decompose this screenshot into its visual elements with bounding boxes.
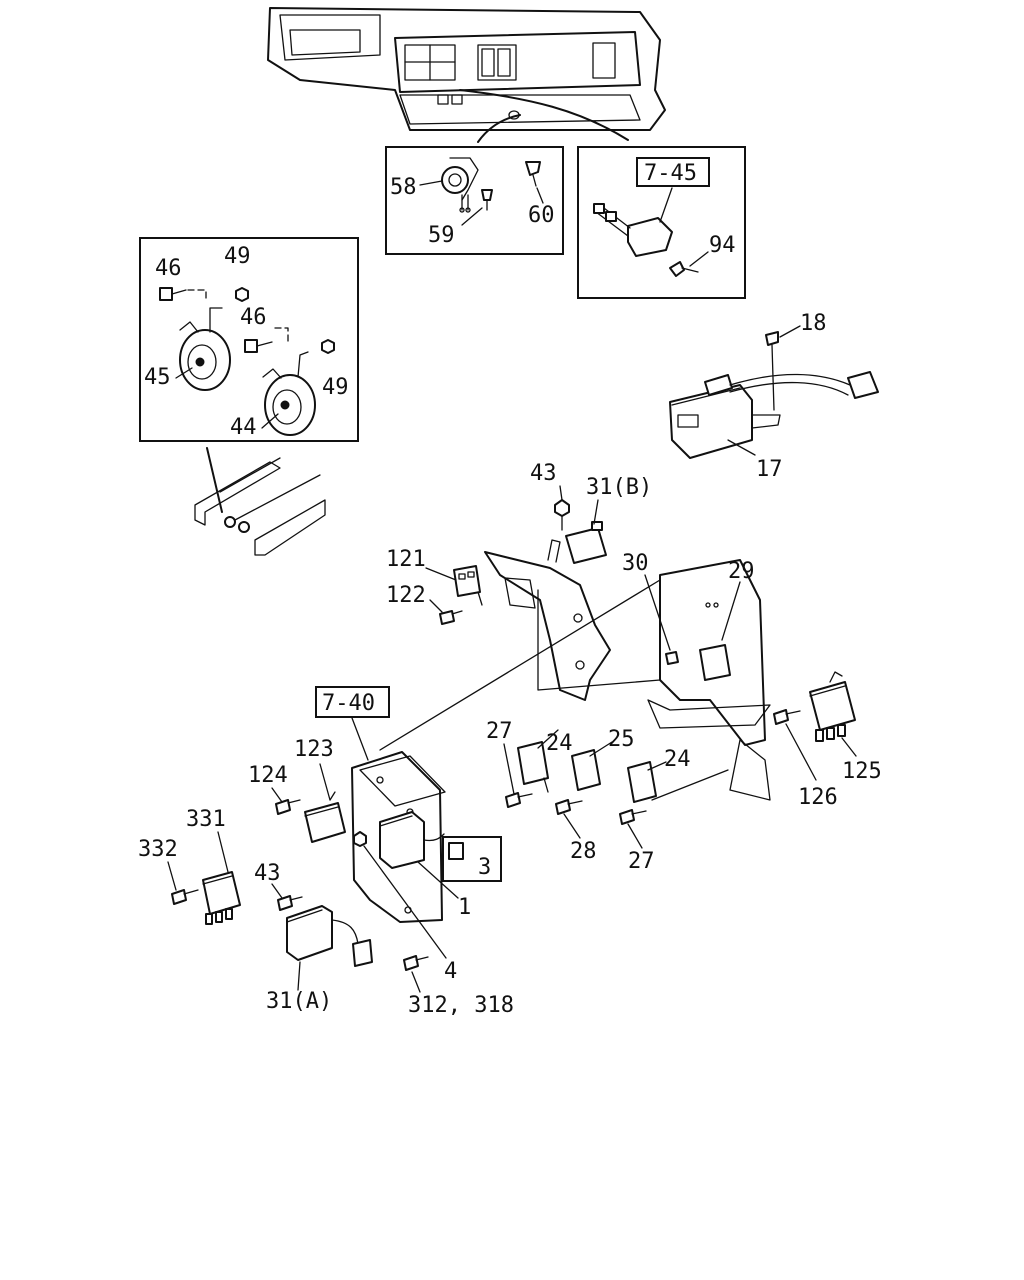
callout-46-lower: 46: [240, 305, 267, 330]
part-screw-312-318: [403, 955, 429, 971]
part-relay-29: [699, 644, 731, 681]
part-screw-18: [765, 331, 779, 411]
part-relay-24-right: [627, 761, 657, 803]
callout-18: 18: [800, 311, 827, 336]
part-relay-331: [202, 871, 241, 925]
callout-29: 29: [728, 559, 755, 584]
callout-126: 126: [798, 785, 838, 810]
callout-331: 331: [186, 807, 226, 832]
part-relay-24-left: [517, 741, 549, 793]
callout-332: 332: [138, 837, 178, 862]
dashboard-illustration: [267, 7, 666, 143]
part-screw-43-upper: [554, 499, 570, 531]
part-horn-45: [179, 307, 231, 391]
callout-125: 125: [842, 759, 882, 784]
part-clip-60: [525, 161, 541, 187]
callout-122: 122: [386, 583, 426, 608]
bracket-panel-right: [647, 559, 771, 801]
part-relay-31b: [565, 521, 607, 564]
detail-box-relay-7-45: [577, 146, 746, 299]
callout-59: 59: [428, 223, 455, 248]
bracket-upper: [484, 539, 611, 701]
ref-box-3: [442, 836, 502, 882]
part-module-1: [379, 811, 445, 869]
frame-illustration: [194, 447, 326, 556]
part-relay-25: [571, 749, 601, 791]
callout-7-45: 7-45: [644, 161, 697, 186]
callout-27-left: 27: [486, 719, 513, 744]
part-nut-4: [353, 831, 367, 847]
part-module-17: [669, 371, 879, 459]
detail-box-horns: [139, 237, 359, 442]
callout-49-lower: 49: [322, 375, 349, 400]
part-relay-123: [304, 791, 346, 843]
callout-3: 3: [478, 855, 491, 880]
callout-25: 25: [608, 727, 635, 752]
callout-58: 58: [390, 175, 417, 200]
part-screw-28: [555, 799, 583, 815]
part-screw-124: [275, 799, 301, 815]
part-screw-27-left: [505, 792, 533, 808]
callout-123: 123: [294, 737, 334, 762]
part-horn-44: [262, 351, 316, 436]
callout-31b: 31(B): [586, 475, 652, 500]
callout-7-40: 7-40: [322, 691, 375, 716]
part-screw-126: [773, 709, 801, 725]
callout-44: 44: [230, 415, 257, 440]
part-screw-332: [171, 889, 199, 905]
part-screw-43-lower: [277, 895, 303, 911]
callout-121: 121: [386, 547, 426, 572]
callout-60: 60: [528, 203, 555, 228]
part-relay-31a: [286, 905, 373, 967]
part-relay-94-assembly: [593, 203, 699, 277]
part-bolts-46: [159, 287, 273, 353]
detail-box-speaker: [385, 146, 564, 255]
callout-45: 45: [144, 365, 171, 390]
callout-28: 28: [570, 839, 597, 864]
part-relay-125: [809, 671, 856, 742]
part-relay-121: [453, 565, 483, 606]
callout-31a: 31(A): [266, 989, 332, 1014]
callout-27-right: 27: [628, 849, 655, 874]
part-screw-30: [665, 651, 679, 665]
callout-30: 30: [622, 551, 649, 576]
ref-box-7-45: [636, 157, 710, 187]
callout-46-upper: 46: [155, 256, 182, 281]
callout-4: 4: [444, 959, 457, 984]
part-screw-27-right: [619, 809, 647, 825]
callout-94: 94: [709, 233, 736, 258]
callout-43-lower: 43: [254, 861, 281, 886]
callout-312-318: 312, 318: [408, 993, 514, 1018]
part-screw-122: [439, 610, 463, 625]
callout-1: 1: [458, 895, 471, 920]
callout-124: 124: [248, 763, 288, 788]
callout-24-right: 24: [664, 747, 691, 772]
callout-49-upper: 49: [224, 244, 251, 269]
callout-17: 17: [756, 457, 783, 482]
callout-43-upper: 43: [530, 461, 557, 486]
ref-box-7-40: [315, 686, 390, 718]
part-nuts-49: [235, 287, 335, 354]
bracket-lower-plate: [351, 751, 446, 923]
part-speaker-58: [441, 157, 493, 213]
callout-24-left: 24: [546, 731, 573, 756]
